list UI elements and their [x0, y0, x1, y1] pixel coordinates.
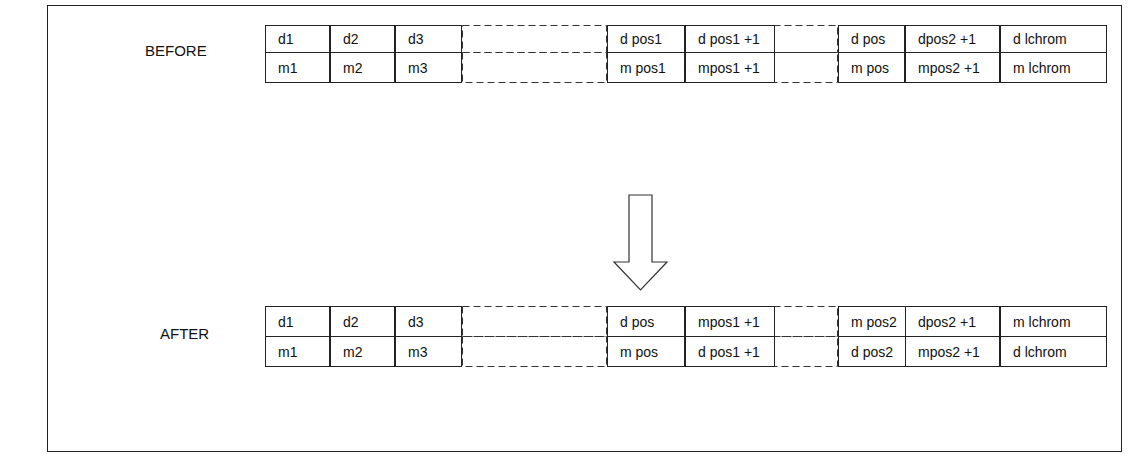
gene-cell: d lchrom: [1000, 25, 1107, 53]
gene-label: d1: [266, 31, 306, 47]
gene-label: d2: [331, 314, 371, 330]
transition-arrow: [614, 195, 667, 290]
stage-label: AFTER: [160, 325, 209, 342]
gene-label: dpos2 +1: [906, 314, 988, 330]
gene-cell: d3: [395, 25, 462, 53]
gene-cell: m2: [330, 336, 395, 367]
gene-cell: m lchrom: [1000, 52, 1107, 83]
gene-cell: m pos: [838, 52, 905, 83]
gene-gaps: [463, 26, 838, 367]
gene-cell: m1: [265, 336, 330, 367]
gene-cell: d pos1 +1: [685, 25, 775, 53]
gene-cell: m pos2: [838, 306, 912, 337]
gene-cell: d pos2: [838, 336, 909, 367]
gene-cell: d pos1: [607, 25, 685, 53]
gene-cell: d1: [265, 306, 330, 337]
gene-label: m pos: [608, 344, 670, 360]
gene-cell: mpos1 +1: [685, 306, 775, 337]
gene-cell: d3: [395, 306, 462, 337]
gene-label: m lchrom: [1001, 60, 1083, 76]
gene-label: d pos: [839, 31, 897, 47]
gene-label: m lchrom: [1001, 314, 1083, 330]
gene-label: d pos1: [608, 31, 674, 47]
gene-label: m pos2: [839, 314, 909, 330]
gene-label: d2: [331, 31, 371, 47]
gene-label: d pos1 +1: [686, 344, 772, 360]
gene-label: m1: [266, 344, 309, 360]
gene-cell: mpos2 +1: [905, 336, 1000, 367]
gene-cell: d1: [265, 25, 330, 53]
gene-cell: d pos1 +1: [685, 336, 775, 367]
gene-label: m pos1: [608, 60, 678, 76]
gene-label: mpos2 +1: [906, 344, 992, 360]
gene-cell: d pos: [607, 306, 685, 337]
gene-label: d lchrom: [1001, 344, 1079, 360]
gene-label: m2: [331, 344, 374, 360]
gene-label: m pos: [839, 60, 901, 76]
outer-frame: [48, 6, 1122, 452]
gene-cell: m2: [330, 52, 395, 83]
gene-cell: d pos: [838, 25, 905, 53]
gene-cell: dpos2 +1: [905, 306, 1000, 337]
gene-label: m3: [396, 344, 439, 360]
gene-label: d1: [266, 314, 306, 330]
gene-label: d pos: [608, 314, 666, 330]
gene-label: d pos2: [839, 344, 905, 360]
gene-label: mpos2 +1: [906, 60, 992, 76]
gene-cell: d2: [330, 306, 395, 337]
gene-label: mpos1 +1: [686, 314, 772, 330]
gene-cell: m pos1: [607, 52, 685, 83]
gene-label: dpos2 +1: [906, 31, 988, 47]
gene-label: d3: [396, 31, 436, 47]
gene-label: mpos1 +1: [686, 60, 772, 76]
gene-label: m3: [396, 60, 439, 76]
gene-cell: mpos2 +1: [905, 52, 1000, 83]
gene-label: d3: [396, 314, 436, 330]
gene-cell: d2: [330, 25, 395, 53]
stage-label: BEFORE: [145, 42, 207, 59]
gene-cell: dpos2 +1: [905, 25, 1000, 53]
gene-label: m1: [266, 60, 309, 76]
gene-label: d lchrom: [1001, 31, 1079, 47]
gene-label: d pos1 +1: [686, 31, 772, 47]
gene-cell: mpos1 +1: [685, 52, 775, 83]
gene-cell: m1: [265, 52, 330, 83]
gene-cell: m lchrom: [1000, 306, 1107, 337]
gene-cell: d lchrom: [1000, 336, 1107, 367]
gene-cell: m pos: [607, 336, 685, 367]
gene-label: m2: [331, 60, 374, 76]
gene-cell: m3: [395, 52, 462, 83]
gene-cell: m3: [395, 336, 462, 367]
